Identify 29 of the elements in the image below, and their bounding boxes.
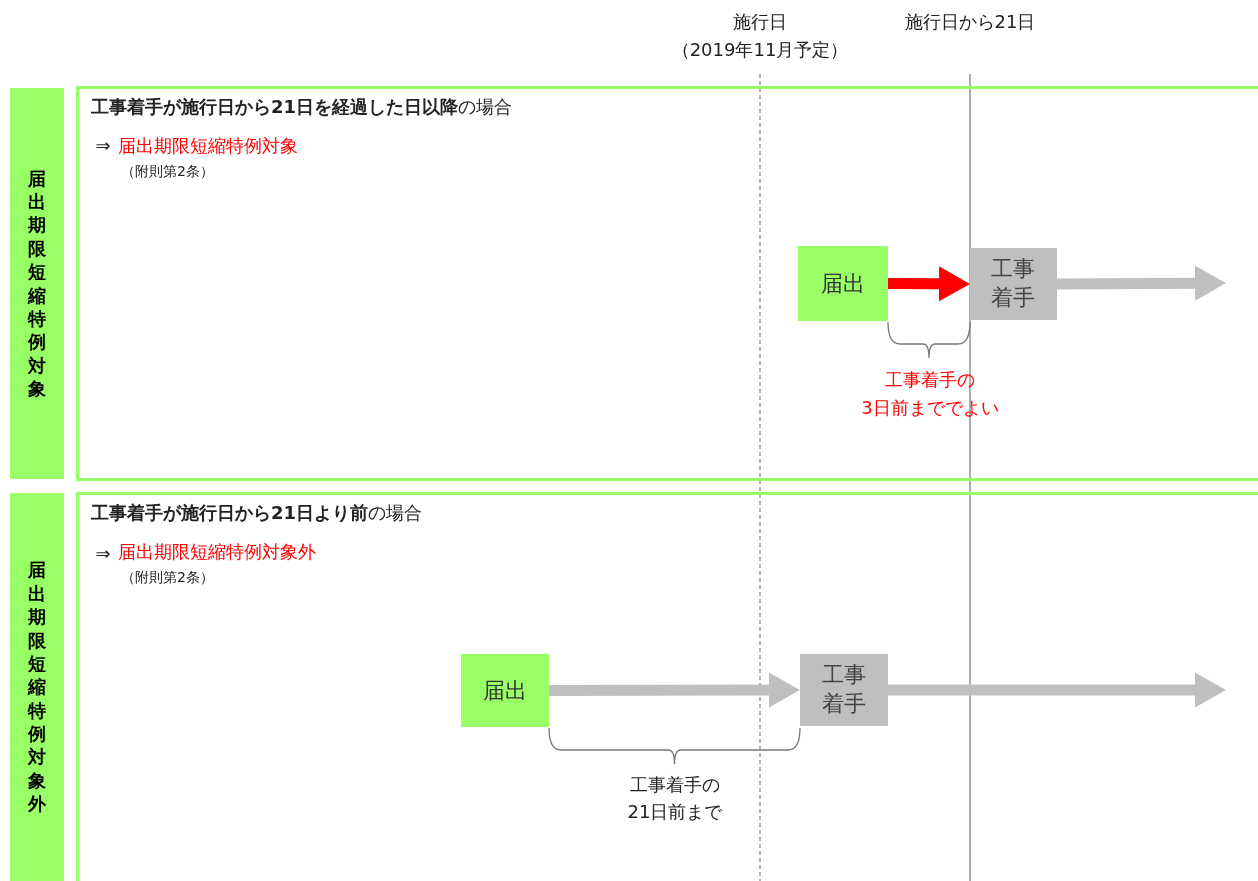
case-heading: 工事着手が施行日から21日を経過した日以降の場合 xyxy=(91,95,513,119)
article-reference: （附則第2条） xyxy=(121,162,214,181)
case-panel xyxy=(76,86,1258,481)
notification-box: 届出 xyxy=(798,246,888,321)
construction-start-box: 工事着手 xyxy=(800,654,888,726)
arrow xyxy=(1056,265,1226,301)
arrow xyxy=(888,672,1226,708)
category-band xyxy=(10,493,64,881)
notification-box: 届出 xyxy=(461,654,549,727)
date-label: 施行日 xyxy=(733,10,787,34)
rule-result: 届出期限短縮特例対象外 xyxy=(118,540,316,564)
article-reference: （附則第2条） xyxy=(121,568,214,587)
case-heading: 工事着手が施行日から21日より前の場合 xyxy=(91,501,423,525)
brace-label: 工事着手の xyxy=(885,368,975,392)
rule-result: 届出期限短縮特例対象 xyxy=(118,134,298,158)
brace-label: 21日前まで xyxy=(627,800,723,824)
arrow xyxy=(887,266,970,302)
date-note: （2019年11月予定） xyxy=(671,38,849,62)
case-panel xyxy=(76,492,1258,881)
construction-start-box: 工事着手 xyxy=(970,248,1057,320)
vertical-label: 届出期限短縮特例対象 xyxy=(28,166,46,401)
date-label: 施行日から21日 xyxy=(904,10,1036,34)
category-band xyxy=(10,88,64,479)
vertical-label: 届出期限短縮特例対象外 xyxy=(28,558,46,816)
implies-symbol: ⇒ xyxy=(95,542,111,566)
implies-symbol: ⇒ xyxy=(95,134,111,158)
brace-label: 3日前まででよい xyxy=(861,396,999,420)
arrow xyxy=(549,672,800,708)
brace-label: 工事着手の xyxy=(630,773,720,797)
